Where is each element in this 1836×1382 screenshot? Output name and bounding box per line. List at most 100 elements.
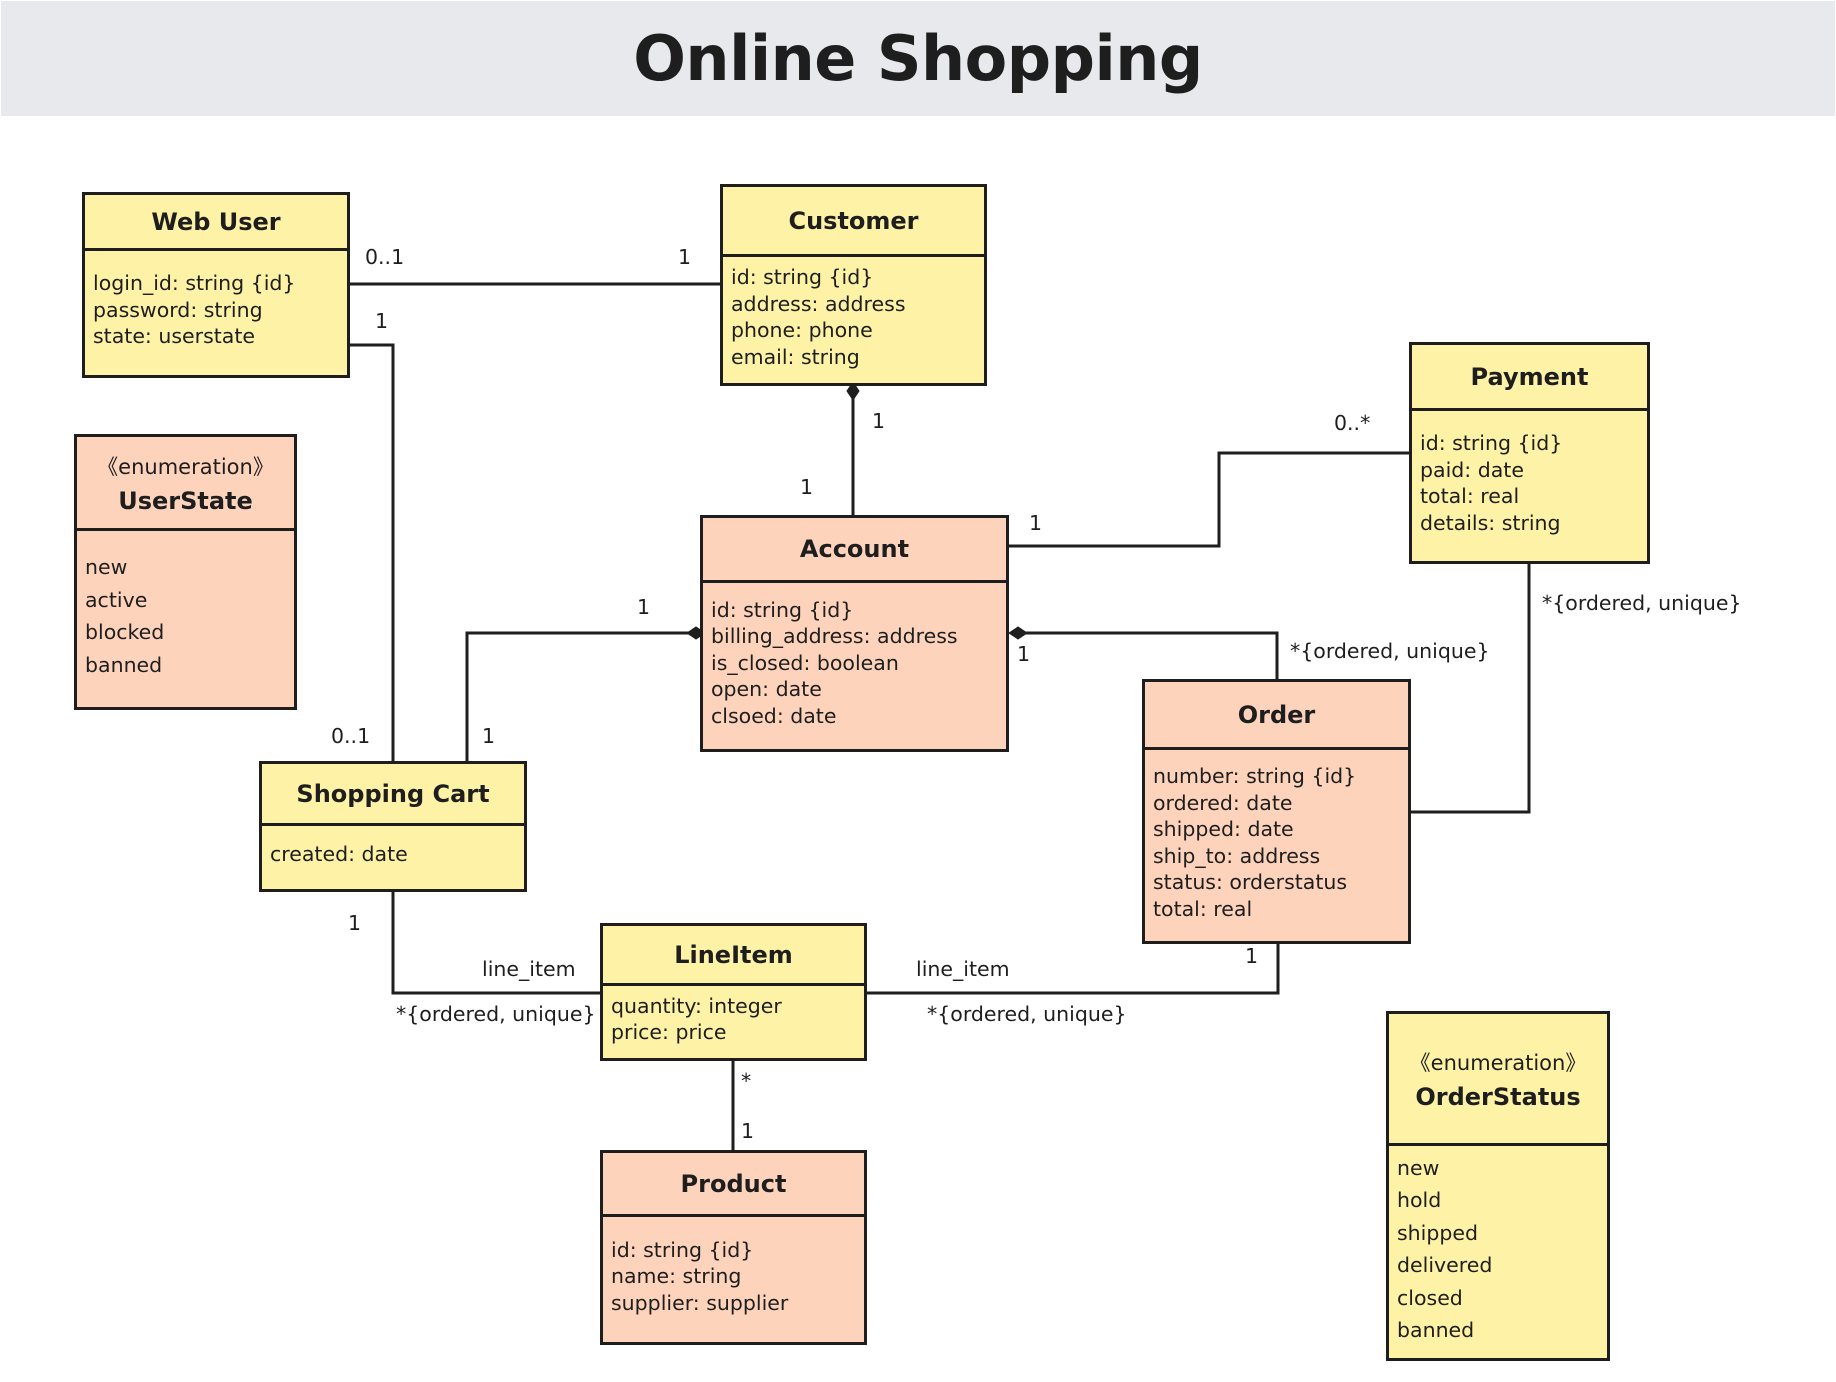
attribute-list: number: string {id} ordered: date shippe…	[1145, 744, 1408, 941]
association-cart-lineitem	[391, 890, 600, 995]
class-name: Account	[799, 535, 910, 563]
multiplicity-label: *{ordered, unique}	[396, 1002, 596, 1026]
attribute: email: string	[731, 344, 860, 369]
role-label: line_item	[916, 957, 1010, 981]
role-label: line_item	[482, 957, 576, 981]
multiplicity-label: *{ordered, unique}	[1290, 639, 1490, 663]
class-header: Account	[703, 518, 1006, 583]
attribute: phone: phone	[731, 318, 873, 342]
attribute-list: created: date	[262, 820, 524, 889]
enum-value: active	[85, 587, 148, 612]
enum-value: closed	[1397, 1285, 1463, 1310]
enum-value: new	[1397, 1155, 1440, 1180]
attribute: id: string {id}	[611, 1237, 754, 1262]
attribute: address: address	[731, 291, 906, 316]
attribute-list: id: string {id} paid: date total: real d…	[1412, 405, 1647, 561]
multiplicity-label: 1	[800, 475, 814, 499]
attribute: ordered: date	[1153, 790, 1293, 815]
enum-value-list: new hold shipped delivered closed banned	[1389, 1140, 1607, 1358]
multiplicity-label: 1	[1029, 511, 1043, 535]
enum-value: banned	[85, 652, 163, 677]
class-account: Account id: string {id} billing_address:…	[700, 515, 1009, 752]
attribute: clsoed: date	[711, 703, 837, 728]
stereotype-label: 《enumeration》	[97, 454, 274, 479]
class-shopping-cart: Shopping Cart created: date	[259, 761, 527, 892]
class-header: Shopping Cart	[262, 764, 524, 826]
class-name: Product	[680, 1169, 787, 1198]
attribute: total: real	[1420, 484, 1520, 508]
attribute: shipped: date	[1153, 817, 1294, 841]
attribute: paid: date	[1420, 457, 1524, 482]
enum-user-state: 《enumeration》 UserState new active block…	[74, 434, 297, 710]
association-webuser-cart	[348, 343, 395, 761]
enum-order-status: 《enumeration》 OrderStatus new hold shipp…	[1386, 1011, 1610, 1361]
multiplicity-label: *{ordered, unique}	[1542, 591, 1742, 615]
attribute: open: date	[711, 677, 822, 702]
multiplicity-label: 1	[678, 245, 692, 269]
association-account-order	[1015, 631, 1279, 683]
class-header: 《enumeration》 OrderStatus	[1389, 1014, 1607, 1146]
attribute: price: price	[611, 1020, 727, 1044]
association-order-lineitem	[866, 942, 1280, 995]
multiplicity-label: 1	[872, 409, 886, 433]
association-account-payment	[1007, 451, 1409, 548]
class-header: LineItem	[603, 926, 864, 986]
multiplicity-label: *	[741, 1069, 752, 1093]
enum-value: shipped	[1397, 1220, 1479, 1245]
composition-diamond-account-order	[1008, 626, 1028, 640]
class-order: Order number: string {id} ordered: date …	[1142, 679, 1411, 944]
class-header: 《enumeration》 UserState	[77, 437, 294, 531]
multiplicity-label: *{ordered, unique}	[927, 1002, 1127, 1026]
enum-value-list: new active blocked banned	[77, 525, 294, 707]
multiplicity-label: 0..1	[331, 724, 371, 748]
attribute-list: id: string {id} address: address phone: …	[723, 251, 984, 383]
attribute: is_closed: boolean	[711, 650, 899, 675]
diagram-title: Online Shopping	[633, 22, 1203, 95]
attribute: supplier: supplier	[611, 1290, 789, 1315]
enum-value: blocked	[85, 620, 165, 644]
multiplicity-label: 0..1	[365, 245, 405, 269]
class-name: Shopping Cart	[296, 779, 490, 808]
title-bar: Online Shopping	[1, 1, 1835, 116]
enum-value: hold	[1397, 1188, 1442, 1212]
class-name: OrderStatus	[1415, 1082, 1581, 1111]
attribute: total: real	[1153, 896, 1253, 921]
enum-value: new	[85, 555, 128, 579]
class-header: Order	[1145, 682, 1408, 750]
multiplicity-label: 1	[1017, 642, 1031, 666]
class-customer: Customer id: string {id} address: addres…	[720, 184, 987, 386]
class-header: Web User	[85, 195, 347, 251]
class-header: Payment	[1412, 345, 1647, 411]
stereotype-label: 《enumeration》	[1409, 1050, 1587, 1075]
association-account-cart	[465, 631, 700, 761]
association-payment-order	[1409, 564, 1531, 814]
attribute-list: login_id: string {id} password: string s…	[85, 245, 347, 375]
class-name: Web User	[151, 207, 281, 236]
multiplicity-label: 1	[348, 911, 362, 935]
multiplicity-label: 1	[637, 595, 651, 619]
composition-diamond-customer	[846, 381, 860, 401]
class-name: UserState	[118, 486, 253, 515]
enum-value: banned	[1397, 1318, 1475, 1342]
attribute: id: string {id}	[711, 597, 854, 622]
attribute: id: string {id}	[1420, 431, 1563, 455]
multiplicity-label: 1	[741, 1119, 755, 1143]
attribute: login_id: string {id}	[93, 271, 296, 296]
class-name: LineItem	[674, 940, 793, 969]
class-header: Customer	[723, 187, 984, 257]
attribute-list: id: string {id} name: string supplier: s…	[603, 1211, 864, 1342]
class-payment: Payment id: string {id} paid: date total…	[1409, 342, 1650, 564]
multiplicity-label: 1	[482, 724, 496, 748]
attribute-list: quantity: integer price: price	[603, 980, 864, 1058]
multiplicity-label: 0..*	[1334, 411, 1371, 435]
attribute: state: userstate	[93, 324, 255, 349]
attribute: created: date	[270, 842, 408, 867]
attribute: status: orderstatus	[1153, 870, 1348, 894]
class-product: Product id: string {id} name: string sup…	[600, 1150, 867, 1345]
attribute-list: id: string {id} billing_address: address…	[703, 577, 1006, 749]
class-name: Payment	[1470, 362, 1589, 391]
class-header: Product	[603, 1153, 864, 1217]
class-name: Customer	[788, 206, 919, 235]
attribute: quantity: integer	[611, 993, 782, 1018]
